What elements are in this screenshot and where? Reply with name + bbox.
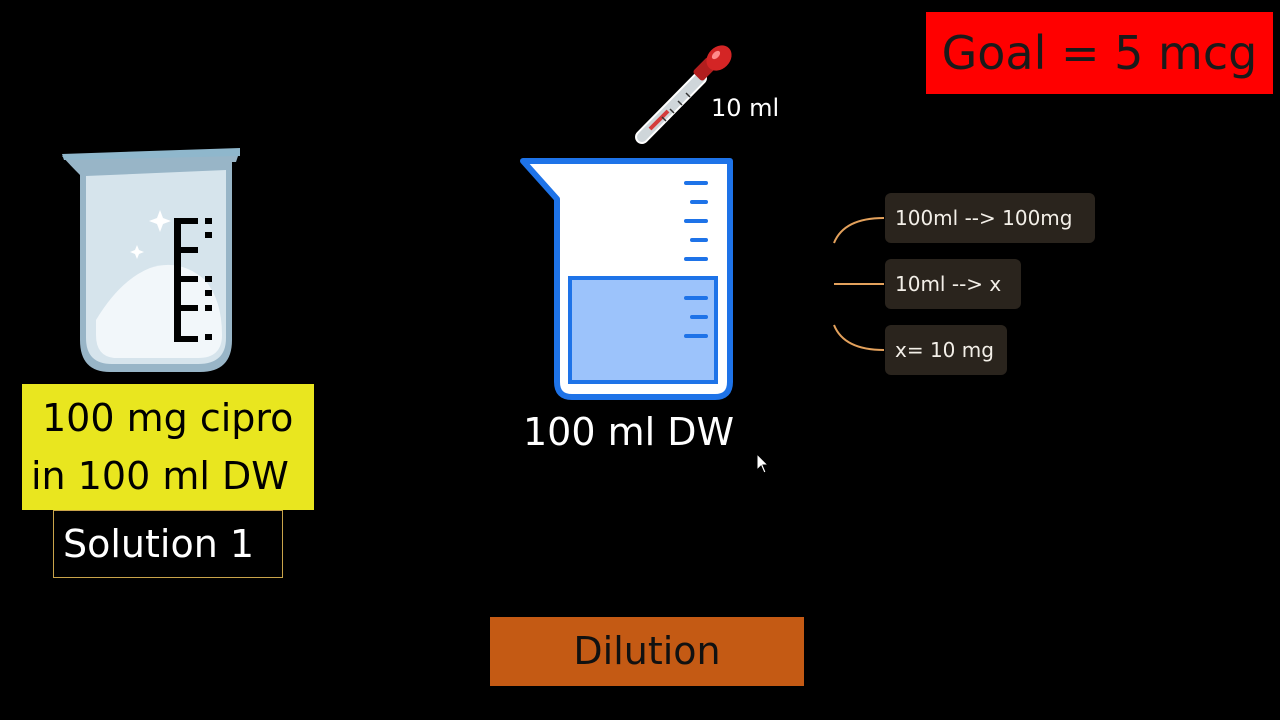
dropper-icon [635,45,732,144]
goal-banner: Goal = 5 mcg [926,12,1273,94]
calculation-step-3: x= 10 mg [885,325,1007,375]
stock-solution-line2: in 100 ml DW [31,454,289,498]
solution-name: Solution 1 [53,510,283,578]
calculation-step-2: 10ml --> x [885,259,1021,309]
mouse-cursor-icon [756,452,770,474]
calculation-step-1: 100ml --> 100mg [885,193,1095,243]
dilution-beaker-icon [520,158,733,400]
dropper-volume-label: 10 ml [711,94,780,122]
stock-solution-label: 100 mg cipro in 100 ml DW [22,384,314,510]
calculation-connectors [833,217,885,351]
stock-solution-line1: 100 mg cipro [42,396,294,440]
dilution-beaker-caption: 100 ml DW [523,410,735,454]
stock-beaker-icon [62,148,240,372]
dilution-label: Dilution [490,617,804,686]
